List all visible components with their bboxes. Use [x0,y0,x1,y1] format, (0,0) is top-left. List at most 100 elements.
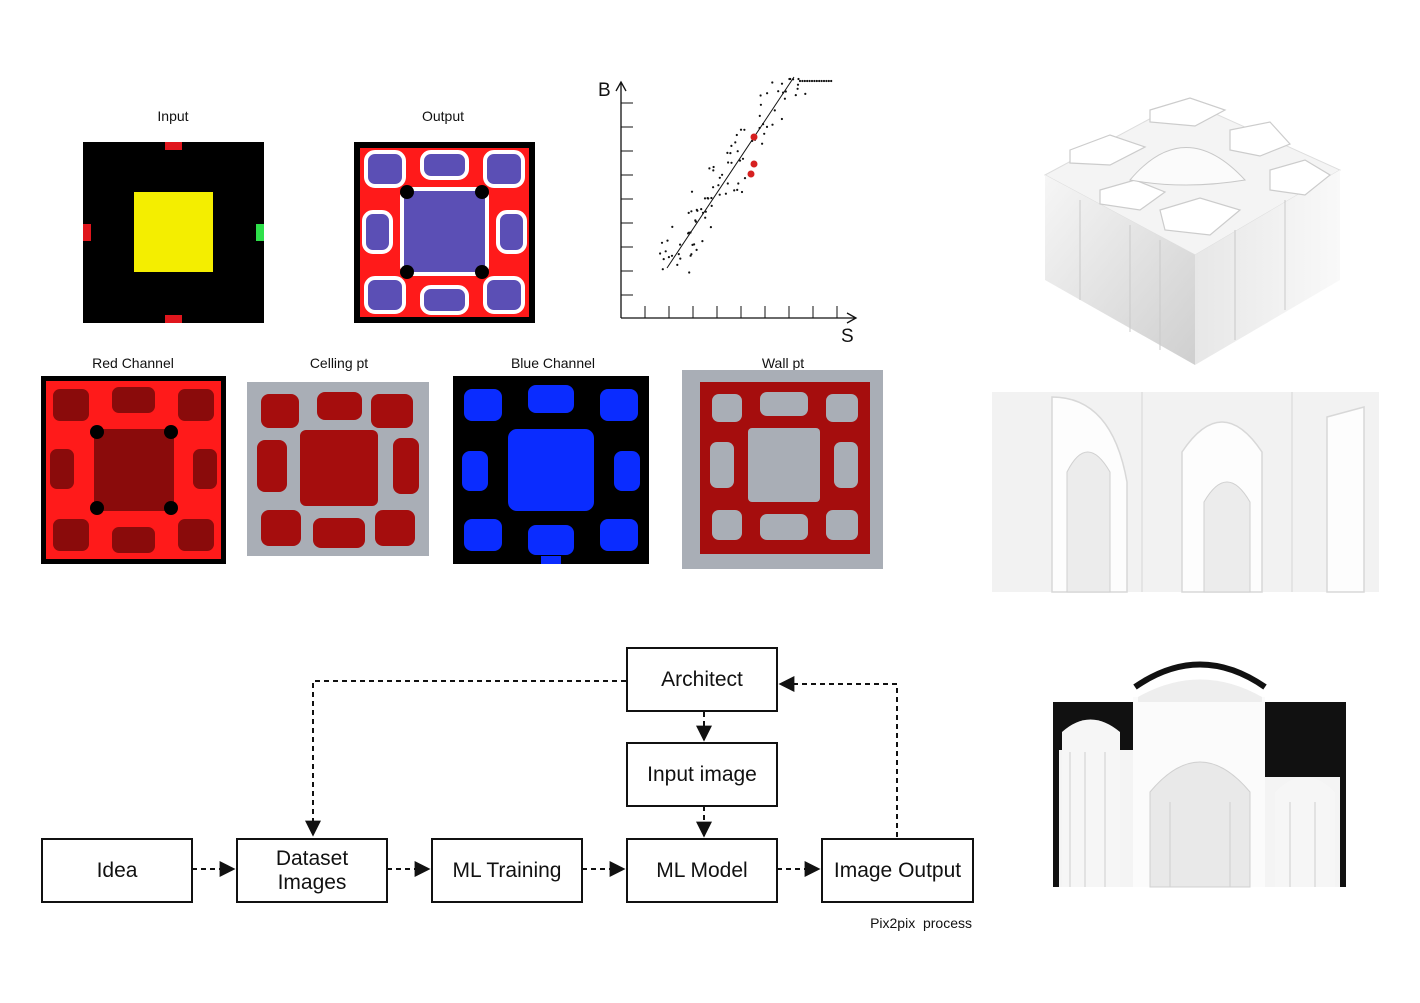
scatter-dot [792,78,795,81]
scatter-dot [758,114,761,117]
scatter-dot [709,226,712,229]
scatter-dot [782,91,785,94]
scatter-dot [718,176,721,179]
scatter-dot [806,79,809,83]
ml-model-label: ML Model [656,858,748,882]
red-channel-caption: Red Channel [92,355,174,371]
scatter-dot [820,79,823,83]
scatter-dot [810,79,814,83]
scatter-dot [740,190,744,194]
scatter-dot [763,132,766,135]
scatter-dot [777,90,780,93]
blue-channel-image [453,376,649,564]
scatter-dot [704,216,707,219]
scatter-dot [796,83,800,86]
scatter-dot [689,231,692,234]
scatter-dot [690,253,693,256]
scatter-dot [729,152,732,155]
architect-label: Architect [661,667,743,691]
architect-box: Architect [626,647,778,712]
scatter-dot [700,208,703,211]
scatter-dot [690,190,694,193]
scatter-dot [734,141,737,144]
scatter-dot [762,123,765,126]
scatter-dot [737,182,740,185]
scatter-dot [679,257,682,260]
scatter-dot [818,79,821,83]
dataset-label-line1: Dataset [275,846,349,870]
input-image-label: Input image [647,762,757,786]
scatter-dot [780,82,784,85]
process-caption: Pix2pix process [870,915,972,931]
scatter-dot [693,243,696,246]
scatter-dot [796,87,799,90]
scatter-dot [788,77,791,81]
scatter-dot [766,92,769,95]
scatter-dot [712,186,715,189]
scatter-dot [666,239,669,242]
scatter-dot [743,128,746,131]
scatter-dot [717,184,720,187]
scatter-dot [822,79,826,83]
scatter-dot [758,126,761,130]
scatter-dot [687,211,690,214]
scatter-dot [735,133,738,137]
scatter-dot [759,103,762,106]
idea-label: Idea [96,858,138,882]
scatter-dot [662,258,665,261]
scatter-dot [815,79,818,83]
scatter-dot [801,79,804,83]
ceiling-pt-image [247,382,429,556]
ml-model-box: ML Model [626,838,778,903]
scatter-dot [661,268,664,271]
scatter-dot [794,94,797,97]
scatter-dot [765,125,769,128]
scatter-dot [687,231,690,234]
scatter-dot [783,97,786,100]
input-image-box: Input image [626,742,778,807]
scatter-dot [679,243,682,246]
scatter-dot [712,165,715,169]
scatter-dot [808,79,811,83]
scatter-dot [694,219,697,222]
scatter-dot [761,142,764,145]
scatter-dot [784,90,787,93]
scatter-dot [706,197,709,200]
scatter-dot [695,248,698,251]
scatter-dot [701,211,705,214]
scatter-dot [771,81,774,84]
interior-render [992,392,1379,593]
scatter-dot [759,94,762,97]
scatter-dot [743,177,747,180]
scatter-dot [733,189,736,192]
scatter-dot [803,79,806,83]
scatter-dot [660,241,664,244]
wall-pt-image [682,370,883,569]
scatter-dot [710,204,713,207]
x-axis-arrow [846,312,858,324]
input-image [83,142,264,323]
y-axis-arrow [615,80,627,92]
scatter-dot [721,173,724,176]
scatter-dot [736,188,739,191]
scatter-dot [771,123,774,126]
trend-line [666,76,795,269]
scatter-dot [688,271,691,274]
scatter-dot [827,79,830,83]
input-caption: Input [157,108,189,124]
scatter-dot [677,253,680,256]
scatter-dot [730,144,733,147]
output-image [354,142,535,323]
scatter-dot [704,210,707,213]
scatter-dot [780,117,783,121]
scatter-dot [690,210,693,213]
isometric-render [1043,97,1342,365]
scatter-dot [730,161,733,164]
scatter-dot [726,151,729,154]
dataset-label-line2: Images [277,870,347,894]
scatter-dot [712,169,715,172]
x-axis-label: S [841,326,854,347]
ceiling-pt-caption: Celling pt [309,355,369,371]
wall-pt-caption: Wall pt [761,355,805,371]
